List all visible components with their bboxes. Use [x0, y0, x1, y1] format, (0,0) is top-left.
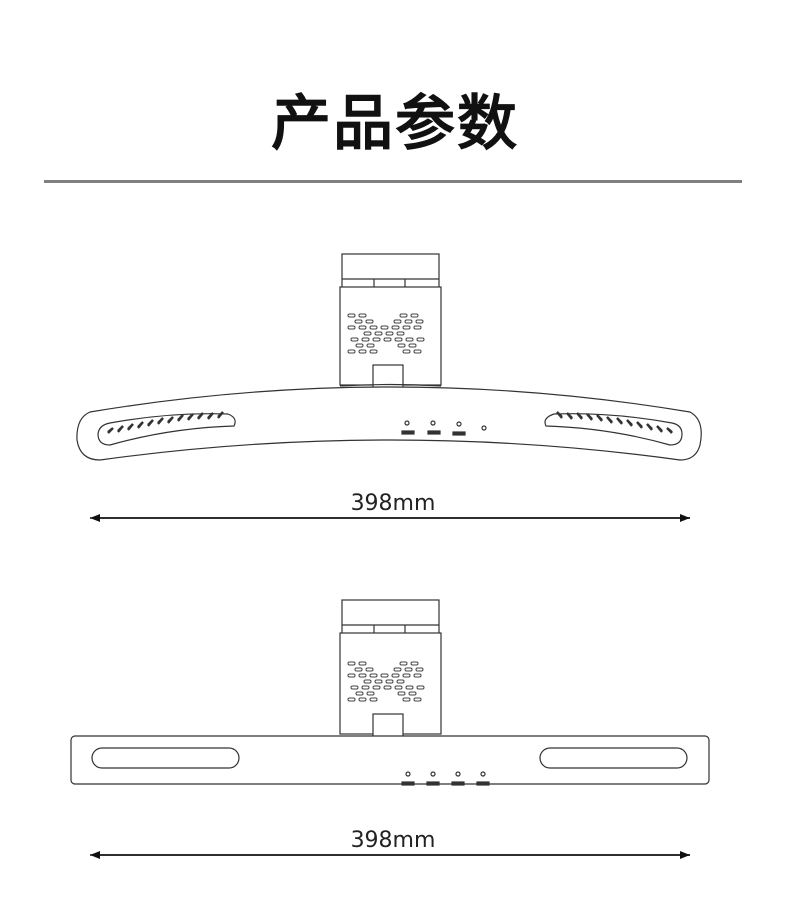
left-speaker-slot — [91, 747, 240, 769]
dimension-label-curved: 398mm — [350, 491, 436, 516]
curved-ports — [401, 420, 487, 436]
vent-holes — [347, 313, 425, 354]
dimension-label-straight: 398mm — [350, 828, 436, 853]
camera-module-2 — [339, 599, 442, 742]
straight-ports — [401, 771, 490, 786]
vent-holes-2 — [347, 661, 425, 702]
camera-module — [339, 253, 442, 393]
page-title: 产品参数 — [271, 89, 519, 159]
curved-device — [76, 253, 702, 461]
curved-bar-body — [76, 386, 702, 461]
right-speaker-slot — [539, 747, 688, 769]
title-divider — [44, 180, 742, 183]
right-speaker-grille — [544, 411, 683, 446]
straight-device — [70, 599, 710, 786]
left-speaker-grille — [97, 411, 236, 446]
